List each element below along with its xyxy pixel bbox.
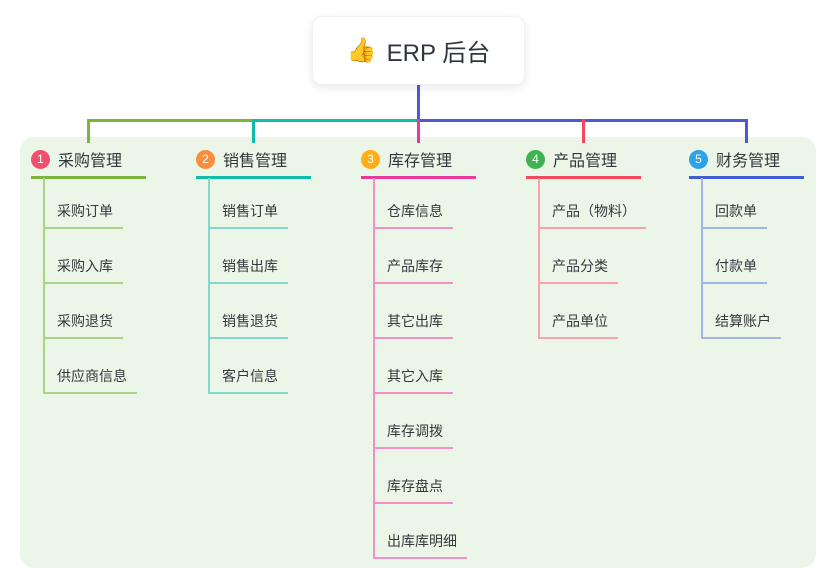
child-node[interactable]: 仓库信息 (373, 201, 453, 229)
connector-drop-finance (745, 119, 748, 143)
branch-label-inventory: 库存管理 (388, 153, 453, 170)
branch-label-product: 产品管理 (553, 153, 618, 170)
child-node[interactable]: 库存盘点 (373, 476, 453, 504)
branch-node-sales[interactable]: 2 销售管理 (196, 148, 311, 179)
child-node[interactable]: 销售退货 (208, 311, 288, 339)
child-node[interactable]: 出库库明细 (373, 531, 467, 559)
branch-badge-5: 5 (689, 149, 708, 169)
child-node[interactable]: 回款单 (701, 201, 767, 229)
branch-badge-3: 3 (361, 149, 380, 169)
branch-node-product[interactable]: 4 产品管理 (526, 148, 641, 179)
child-node[interactable]: 付款单 (701, 256, 767, 284)
branch-node-purchase[interactable]: 1 采购管理 (31, 148, 146, 179)
branch-connector-line (701, 178, 703, 339)
connector-bus-teal (254, 119, 418, 122)
branch-purchase: 1 采购管理 采购订单 采购入库 采购退货 供应商信息 (31, 148, 201, 394)
branch-sales: 2 销售管理 销售订单 销售出库 销售退货 客户信息 (196, 148, 366, 394)
mindmap-canvas-panel (20, 137, 816, 568)
branch-connector-line (538, 178, 540, 339)
connector-bus-green (88, 119, 254, 122)
connector-drop-inventory (417, 119, 420, 143)
child-node[interactable]: 其它入库 (373, 366, 453, 394)
branch-finance: 5 财务管理 回款单 付款单 结算账户 (689, 148, 839, 339)
branch-node-finance[interactable]: 5 财务管理 (689, 148, 804, 179)
child-node[interactable]: 采购退货 (43, 311, 123, 339)
child-node[interactable]: 销售出库 (208, 256, 288, 284)
branch-label-purchase: 采购管理 (58, 153, 123, 170)
child-node[interactable]: 其它出库 (373, 311, 453, 339)
child-node[interactable]: 采购入库 (43, 256, 123, 284)
child-node[interactable]: 产品单位 (538, 311, 618, 339)
branch-connector-line (373, 178, 375, 559)
branch-label-finance: 财务管理 (716, 153, 781, 170)
child-node[interactable]: 客户信息 (208, 366, 288, 394)
branch-product: 4 产品管理 产品（物料） 产品分类 产品单位 (526, 148, 696, 339)
branch-connector-line (43, 178, 45, 394)
branch-label-sales: 销售管理 (223, 153, 288, 170)
child-node[interactable]: 供应商信息 (43, 366, 137, 394)
root-node-label: ERP 后台 (386, 40, 491, 67)
root-node[interactable]: 👍 ERP 后台 (312, 16, 525, 85)
connector-drop-product (582, 119, 585, 143)
connector-root-vertical (417, 83, 420, 119)
child-node[interactable]: 结算账户 (701, 311, 781, 339)
branch-badge-4: 4 (526, 149, 545, 169)
child-node[interactable]: 销售订单 (208, 201, 288, 229)
connector-drop-sales (252, 119, 255, 143)
branch-inventory: 3 库存管理 仓库信息 产品库存 其它出库 其它入库 库存调拨 库存盘点 出库库… (361, 148, 531, 559)
child-node[interactable]: 产品（物料） (538, 201, 646, 229)
branch-node-inventory[interactable]: 3 库存管理 (361, 148, 476, 179)
branch-badge-1: 1 (31, 149, 50, 169)
thumbs-up-icon: 👍 (346, 37, 377, 64)
connector-drop-purchase (87, 119, 90, 143)
child-node[interactable]: 产品分类 (538, 256, 618, 284)
branch-badge-2: 2 (196, 149, 215, 169)
child-node[interactable]: 采购订单 (43, 201, 123, 229)
branch-connector-line (208, 178, 210, 394)
child-node[interactable]: 产品库存 (373, 256, 453, 284)
child-node[interactable]: 库存调拨 (373, 421, 453, 449)
